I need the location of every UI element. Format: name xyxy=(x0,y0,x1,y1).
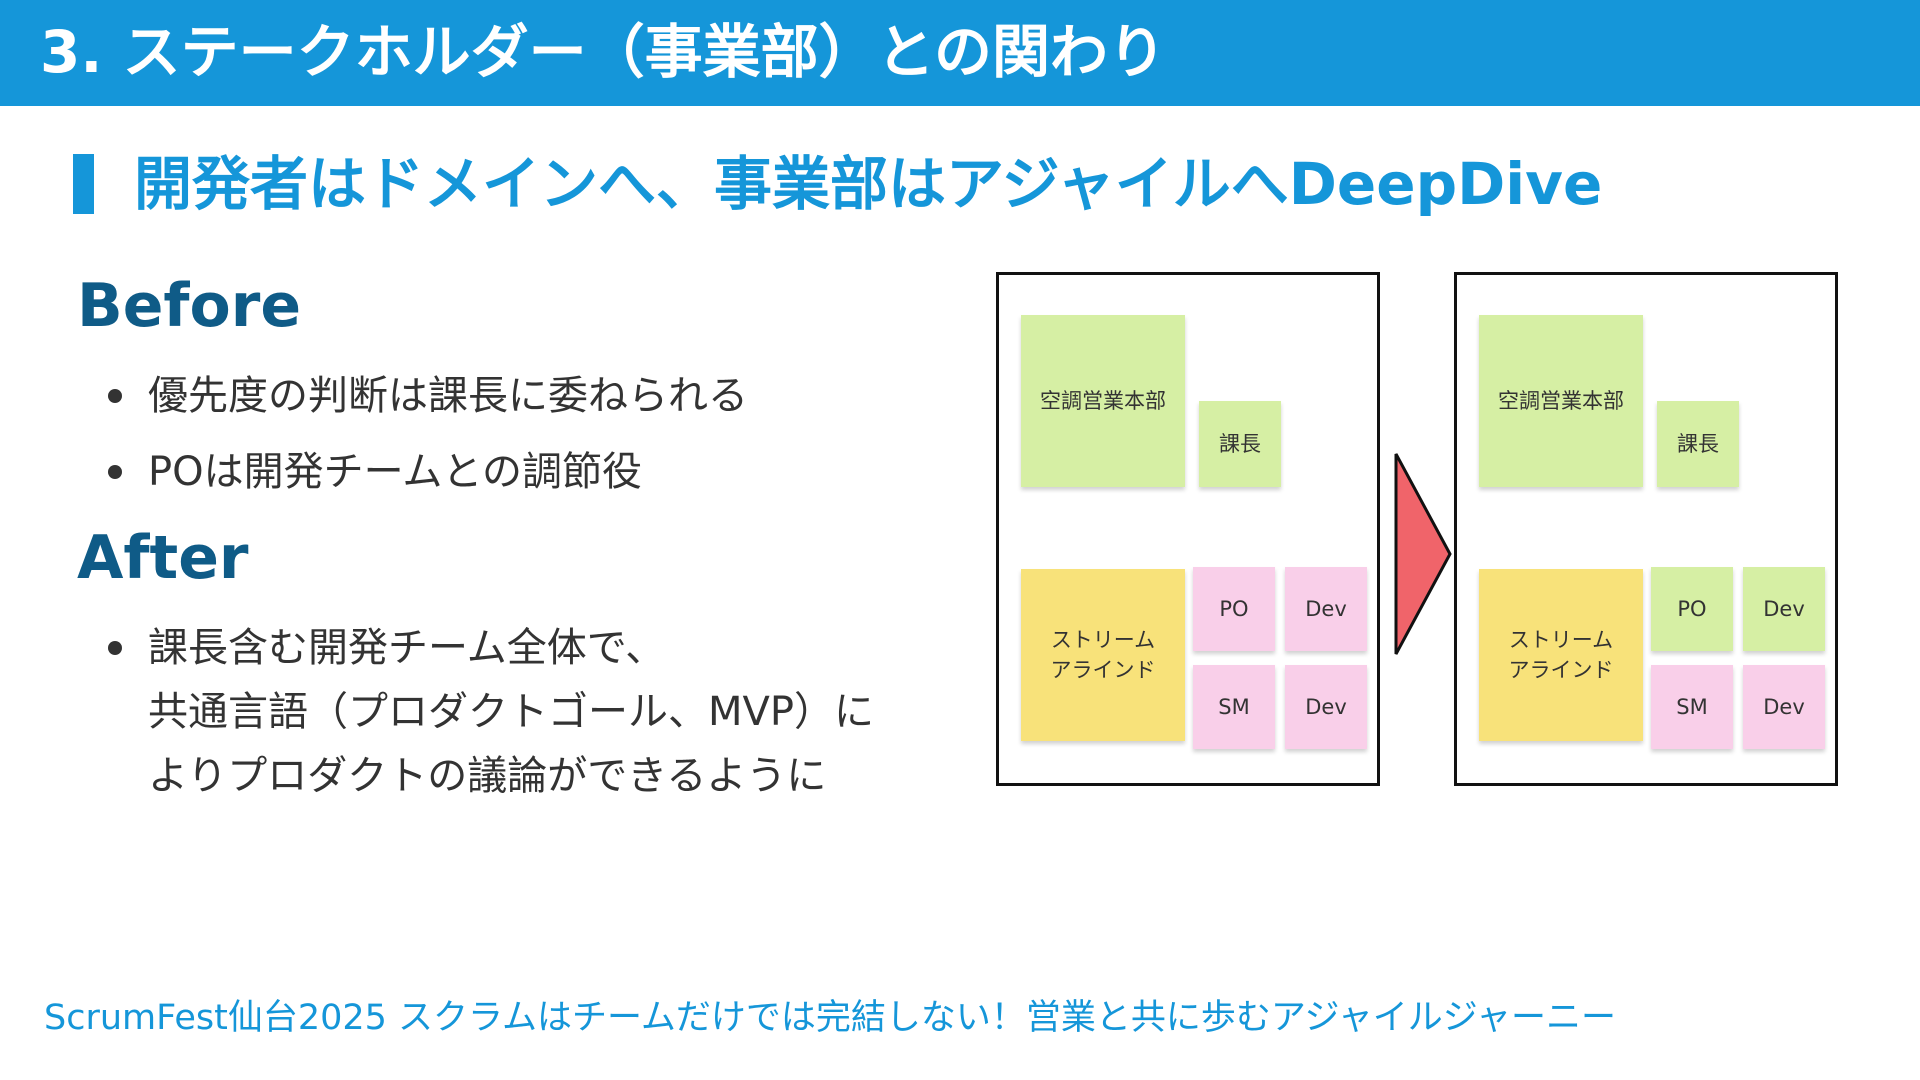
po-note: PO xyxy=(1193,567,1275,651)
title-bar: 3. ステークホルダー（事業部）との関わり xyxy=(0,0,1920,106)
after-bullet-line: 課長含む開発チーム全体で、 xyxy=(148,625,666,671)
division-note: 空調営業本部 xyxy=(1021,315,1185,487)
after-board: 空調営業本部 課長 ストリーム アラインド PO Dev SM Dev xyxy=(1454,272,1838,786)
stream-aligned-note: ストリーム アラインド xyxy=(1021,569,1185,741)
po-label: PO xyxy=(1219,597,1249,621)
division-note: 空調営業本部 xyxy=(1479,315,1643,487)
before-bullet-1: 優先度の判断は課長に委ねられる xyxy=(148,373,748,419)
dev-label: Dev xyxy=(1763,597,1805,621)
before-board: 空調営業本部 課長 ストリーム アラインド PO Dev SM Dev xyxy=(996,272,1380,786)
sm-note: SM xyxy=(1651,665,1733,749)
manager-note: 課長 xyxy=(1657,401,1739,487)
subtitle-marker xyxy=(73,154,94,214)
manager-label: 課長 xyxy=(1219,432,1261,456)
sm-label: SM xyxy=(1676,695,1708,719)
stream-aligned-note: ストリーム アラインド xyxy=(1479,569,1643,741)
manager-label: 課長 xyxy=(1677,432,1719,456)
stream-aligned-line: アラインド xyxy=(1050,658,1156,682)
dev-note: Dev xyxy=(1285,665,1367,749)
before-heading: Before xyxy=(77,271,302,341)
page-title: 3. ステークホルダー（事業部）との関わり xyxy=(40,18,1167,86)
after-bullet-1: 課長含む開発チーム全体で、 共通言語（プロダクトゴール、MVP）に よりプロダク… xyxy=(148,616,874,808)
after-bullet-line: よりプロダクトの議論ができるように xyxy=(148,753,827,799)
dev-label: Dev xyxy=(1305,695,1347,719)
dev-note: Dev xyxy=(1743,567,1825,651)
division-label: 空調営業本部 xyxy=(1040,389,1166,413)
division-label: 空調営業本部 xyxy=(1498,389,1624,413)
dev-note: Dev xyxy=(1285,567,1367,651)
stream-aligned-line: ストリーム xyxy=(1050,628,1156,652)
stream-aligned-line: ストリーム xyxy=(1508,628,1614,652)
sm-note: SM xyxy=(1193,665,1275,749)
before-bullet-2: POは開発チームとの調節役 xyxy=(148,449,643,495)
dev-label: Dev xyxy=(1763,695,1805,719)
sm-label: SM xyxy=(1218,695,1250,719)
po-label: PO xyxy=(1677,597,1707,621)
stream-aligned-text: ストリーム アラインド xyxy=(1051,625,1156,685)
right-arrow-icon xyxy=(1394,453,1452,655)
after-heading: After xyxy=(77,523,249,593)
dev-note: Dev xyxy=(1743,665,1825,749)
bullet-dot xyxy=(108,641,122,655)
bullet-dot xyxy=(108,465,122,479)
stream-aligned-text: ストリーム アラインド xyxy=(1509,625,1614,685)
stream-aligned-line: アラインド xyxy=(1508,658,1614,682)
after-bullet-line: 共通言語（プロダクトゴール、MVP）に xyxy=(148,689,874,735)
footer: ScrumFest仙台2025 スクラムはチームだけでは完結しない！営業と共に歩… xyxy=(44,998,1617,1038)
manager-note: 課長 xyxy=(1199,401,1281,487)
bullet-dot xyxy=(108,389,122,403)
po-note: PO xyxy=(1651,567,1733,651)
dev-label: Dev xyxy=(1305,597,1347,621)
subtitle: 開発者はドメインへ、事業部はアジャイルへDeepDive xyxy=(134,150,1603,218)
